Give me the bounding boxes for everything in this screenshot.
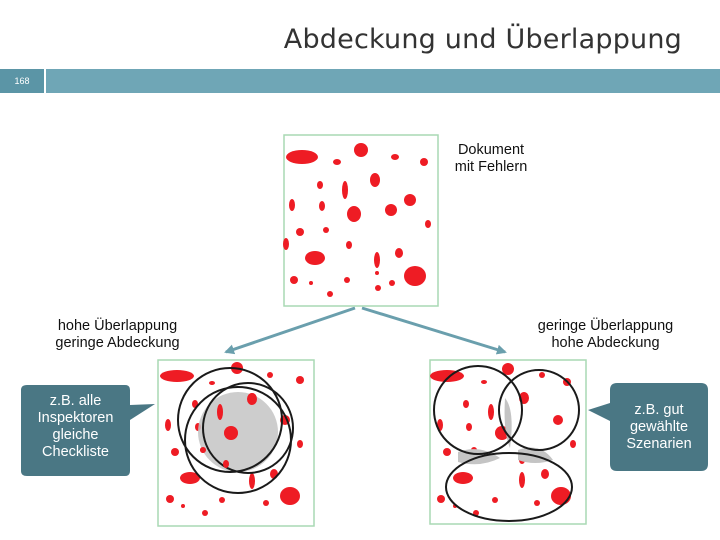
- left-callout-line1: z.B. alle: [49, 393, 102, 409]
- right-result-label-line1: geringe Überlappung: [537, 318, 674, 334]
- split-arrows: [224, 306, 507, 355]
- right-result-label-line2: hohe Abdeckung: [551, 335, 660, 351]
- document-panel: [283, 134, 439, 307]
- left-callout-line2: Inspektoren: [37, 410, 114, 426]
- document-label-line1: Dokument: [457, 142, 525, 158]
- left-callout: z.B. alle Inspektoren gleiche Checkliste: [21, 393, 130, 461]
- document-label-line2: mit Fehlern: [454, 159, 528, 175]
- left-callout-shape: [21, 385, 155, 476]
- right-callout: z.B. gut gewählte Szenarien: [610, 402, 708, 453]
- right-result-panel: [429, 359, 587, 525]
- left-result-label-line1: hohe Überlappung: [57, 318, 178, 334]
- left-result-label: hohe Überlappung geringe Abdeckung: [30, 318, 205, 352]
- right-inspection-circles: [433, 365, 580, 522]
- right-callout-line3: Szenarien: [626, 436, 692, 452]
- left-result-label-line2: geringe Abdeckung: [55, 335, 180, 351]
- document-defects: [283, 143, 431, 297]
- document-label: Dokument mit Fehlern: [442, 142, 540, 176]
- right-result-label: geringe Überlappung hohe Abdeckung: [513, 318, 698, 352]
- slide-title: Abdeckung und Überlappung: [283, 24, 682, 55]
- left-inspection-circles: [177, 367, 294, 494]
- right-callout-line1: z.B. gut: [634, 402, 684, 418]
- left-callout-line4: Checkliste: [42, 444, 109, 460]
- header-bar: [46, 69, 720, 93]
- left-callout-line3: gleiche: [52, 427, 99, 443]
- left-result-panel: [157, 359, 315, 527]
- right-callout-shape: [588, 383, 708, 471]
- right-callout-line2: gewählte: [629, 419, 689, 435]
- page-number: 168: [0, 69, 44, 93]
